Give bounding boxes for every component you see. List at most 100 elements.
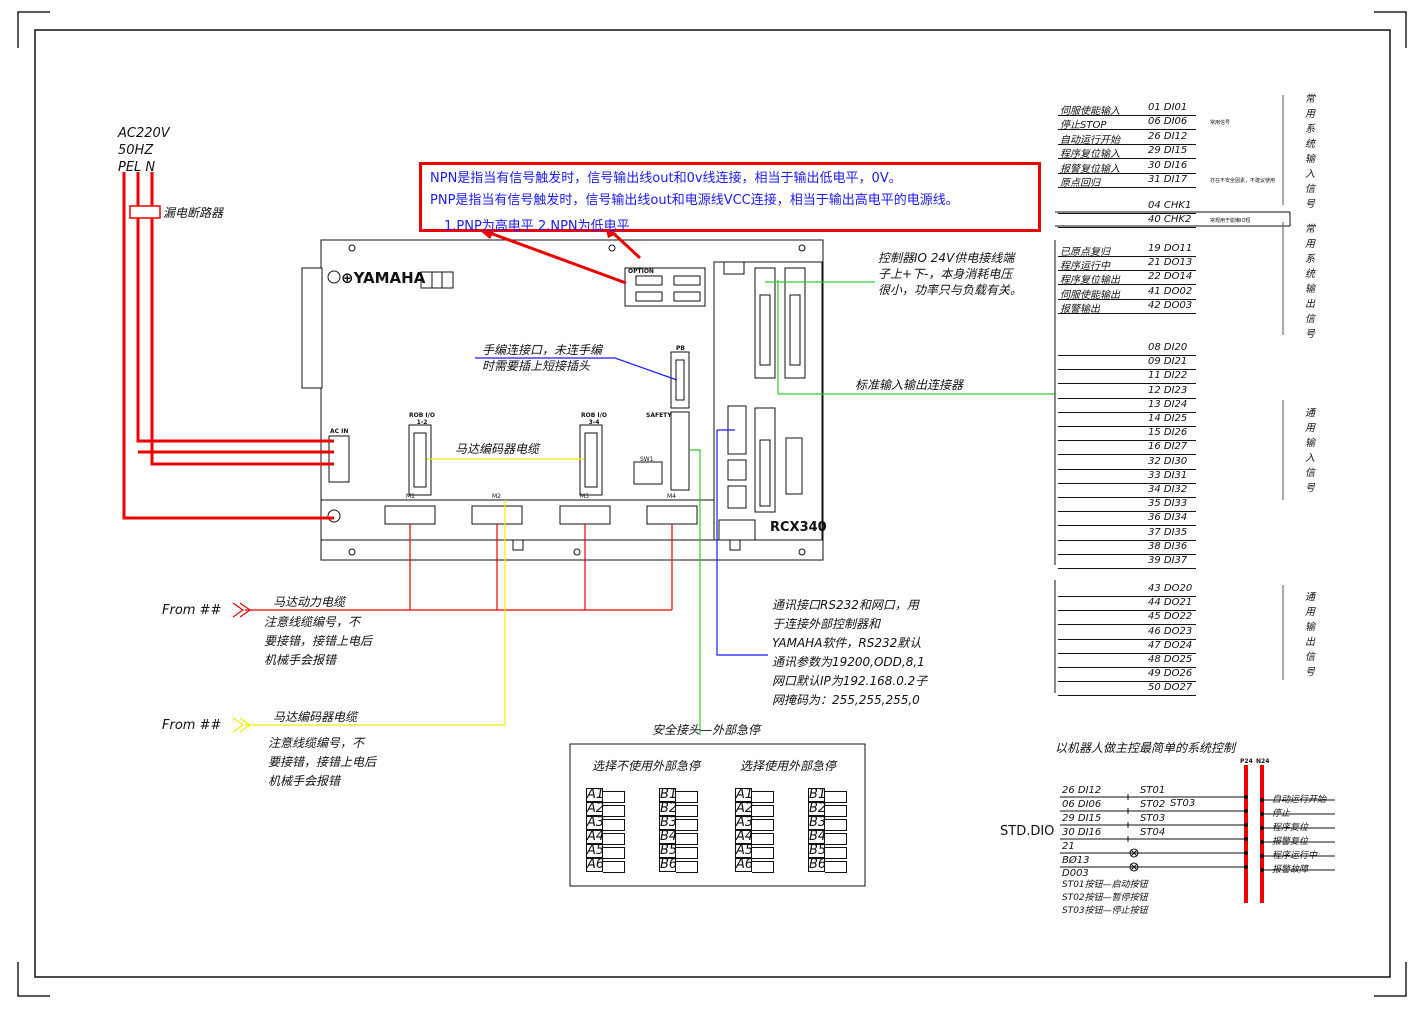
io-underline: [1058, 482, 1196, 484]
estop-pin-terminal: [825, 791, 847, 803]
io-code: 14 DI25: [1148, 413, 1188, 424]
io-underline: [1058, 411, 1196, 413]
io-underline: [1058, 284, 1196, 286]
estop-pin-terminal: [676, 833, 698, 845]
control-switch: ST01: [1140, 785, 1166, 796]
io-row: 45 DO22: [1060, 611, 1290, 625]
io-row: 36 DI34: [1060, 512, 1290, 526]
estop-pin-terminal: [676, 791, 698, 803]
estop-pin-label: B6: [660, 857, 678, 872]
estop-pin-terminal: [825, 819, 847, 831]
io-row: 43 DO20: [1060, 583, 1290, 597]
estop-pin-label: A2: [587, 801, 605, 816]
estop-pin-label: B6: [809, 857, 827, 872]
io-code: 35 DI33: [1148, 498, 1188, 510]
npn-pnp-note: NPN是指当有信号触发时，信号输出线out和0v线连接，相当于输出低电平，0V。…: [419, 162, 1041, 234]
io-underline: [1058, 610, 1196, 612]
io-code: 29 DI15: [1148, 145, 1188, 157]
control-output-label: 报警复位: [1272, 837, 1309, 847]
estop-pin-label: B1: [809, 787, 827, 802]
estop-pin-box: [808, 830, 825, 844]
st03b-label: ST03: [1170, 798, 1196, 809]
estop-pin-box: [659, 844, 676, 858]
io-code: 38 DI36: [1148, 540, 1188, 552]
m1-label: M1: [406, 493, 415, 500]
estop-pin-terminal: [676, 819, 698, 831]
io-underline: [1058, 681, 1196, 683]
estop-pin-label: B4: [809, 829, 827, 844]
io-row: 13 DI24: [1060, 399, 1290, 413]
rob34-label: ROB I/O 3-4: [581, 412, 607, 426]
estop-pin-box: [659, 788, 676, 802]
estop-pin-box: [735, 816, 752, 830]
io-underline: [1058, 383, 1196, 385]
io-underline: [1058, 256, 1196, 257]
power-spec-3: PEL N: [118, 160, 156, 175]
io-row: 44 DO21: [1060, 597, 1290, 611]
io-row: 12 DI23: [1060, 385, 1290, 399]
pnp-line: PNP是指当有信号触发时，信号输出线out和电源线VCC连接，相当于输出高电平的…: [430, 193, 959, 208]
io-code: 46 DO23: [1148, 625, 1193, 637]
power-spec-1: AC220V: [118, 126, 170, 141]
estop-pin-box: [659, 858, 676, 872]
io-underline: [1058, 454, 1196, 456]
io-code: 39 DI37: [1148, 555, 1188, 566]
io-code: 11 DI22: [1148, 370, 1188, 382]
io-row: 35 DI33: [1060, 498, 1290, 512]
io-row: 16 DI27: [1060, 441, 1290, 455]
m2-label: M2: [492, 493, 501, 500]
control-title: 以机器人做主控最简单的系统控制: [1055, 741, 1236, 755]
estop-pin-label: B5: [809, 843, 827, 858]
estop-pin-box: [735, 844, 752, 858]
side-label-gen-out: 通用输出信号: [1305, 592, 1315, 678]
io-desc: 程序复位输入: [1060, 149, 1120, 161]
io-desc: 自动运行开始: [1060, 134, 1120, 146]
estop-pin-box: [659, 830, 676, 844]
estop-pin-label: B5: [660, 843, 678, 858]
io-code: 33 DI31: [1148, 469, 1188, 481]
io-code: 47 DO24: [1148, 639, 1193, 651]
handheld-note: 手编连接口，未连手编 时需要插上短接插头: [482, 343, 603, 374]
io-row: 15 DI26: [1060, 427, 1290, 441]
io-underline: [1058, 553, 1196, 555]
io-code: 04 CHK1: [1148, 200, 1192, 211]
io-underline: [1058, 129, 1196, 131]
io-underline: [1058, 270, 1196, 272]
estop-pin-terminal: [752, 847, 774, 859]
io-code: 21 DO13: [1148, 257, 1193, 269]
estop-pin-terminal: [752, 791, 774, 803]
legend-1: ST01按钮—启动按钮: [1062, 880, 1148, 890]
estop-pin-label: A3: [587, 815, 605, 830]
estop-pin-box: [735, 858, 752, 872]
io-code: 49 DO26: [1148, 668, 1193, 680]
io-row: 48 DO25: [1060, 654, 1290, 668]
io-code: 09 DI21: [1148, 356, 1188, 368]
io-underline: [1058, 568, 1196, 569]
estop-pin-terminal: [603, 847, 625, 859]
m3-label: M3: [580, 493, 589, 500]
estop-pin-label: B3: [660, 815, 678, 830]
io-row: 34 DI32: [1060, 484, 1290, 498]
io-underline: [1058, 397, 1196, 399]
io-underline: [1058, 440, 1196, 442]
io-row: 04 CHK1: [1060, 200, 1290, 214]
io-row: 39 DI37: [1060, 555, 1290, 569]
d003-label: D003: [1062, 868, 1089, 879]
estop-pin-label: A1: [736, 787, 754, 802]
side-label-gen-in: 通用输入信号: [1305, 408, 1315, 494]
io-row: 47 DO24: [1060, 640, 1290, 654]
from-label-2: From ##: [162, 718, 222, 733]
estop-pin-terminal: [825, 833, 847, 845]
io-row: 32 DI30: [1060, 456, 1290, 470]
estop-pin-terminal: [752, 861, 774, 873]
io-underline: [1058, 624, 1196, 626]
io-underline: [1058, 355, 1196, 356]
io-desc: 伺服使能输出: [1060, 289, 1120, 301]
pb-label: PB: [676, 345, 685, 352]
io-desc: 程序运行中: [1060, 261, 1110, 273]
breaker-label: 漏电断路器: [163, 206, 224, 220]
m4-label: M4: [667, 493, 676, 500]
io-code: 32 DI30: [1148, 455, 1188, 467]
